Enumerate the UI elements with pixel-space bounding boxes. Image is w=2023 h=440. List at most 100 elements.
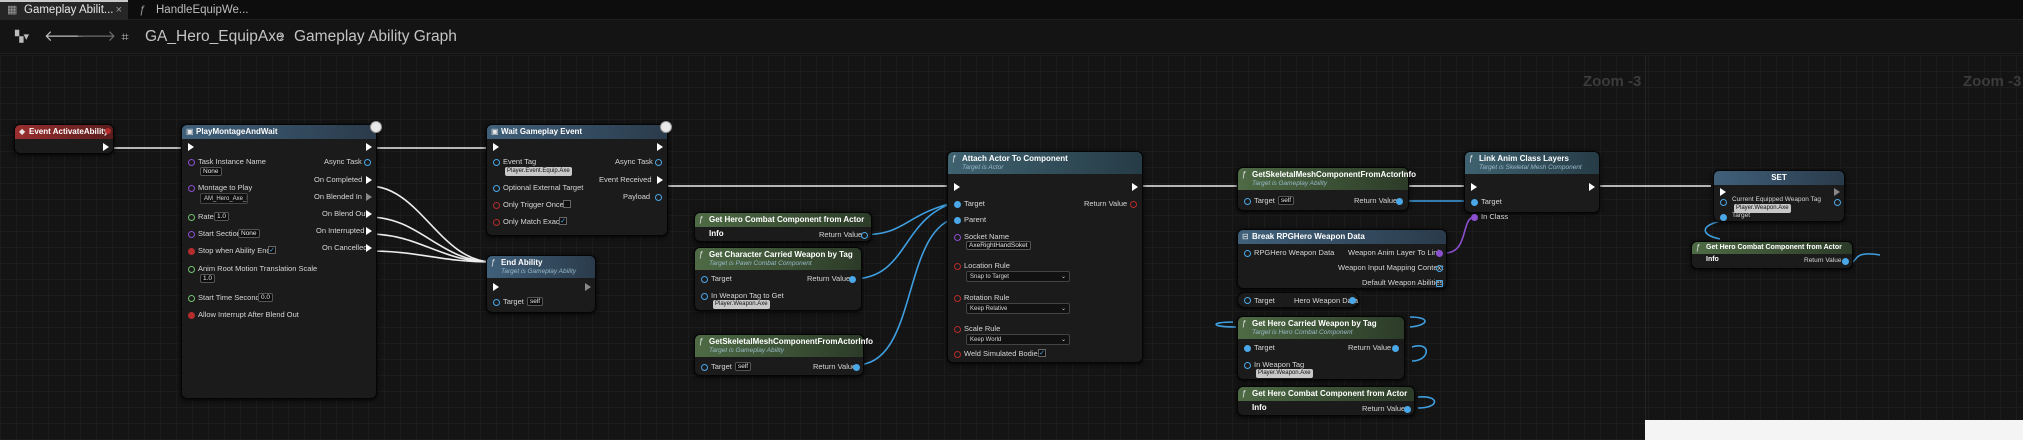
target-pin[interactable] (1244, 345, 1251, 352)
target-pin[interactable] (701, 364, 708, 371)
anim-root-pin[interactable] (188, 266, 195, 273)
close-icon[interactable]: × (115, 4, 122, 16)
montage-pin[interactable] (188, 185, 195, 192)
scale-rule-pin[interactable] (954, 326, 961, 333)
stop-when-ends-checkbox[interactable]: ✓ (268, 246, 276, 254)
in-tag-value[interactable]: Player.Weapon.Axe (713, 300, 770, 309)
socket-name-value[interactable]: AxeRightHandSoket (966, 241, 1031, 250)
exec-in-pin[interactable] (493, 143, 499, 151)
return-value-pin[interactable] (1392, 345, 1399, 352)
payload-pin[interactable] (655, 194, 662, 201)
target-pin[interactable] (701, 276, 708, 283)
bookmark-menu-button[interactable]: ▚▾ (8, 26, 36, 48)
optional-target-pin[interactable] (493, 185, 500, 192)
return-value-pin[interactable] (1404, 406, 1411, 413)
exec-in-pin[interactable] (188, 143, 194, 151)
target-value[interactable]: self (1278, 196, 1295, 205)
default-abilities-pin[interactable] (1436, 280, 1443, 287)
return-value-pin[interactable] (1396, 198, 1403, 205)
hierarchy-icon[interactable]: ⌗ (121, 29, 129, 44)
target-pin[interactable] (1720, 214, 1727, 221)
exec-out-pin[interactable] (1589, 183, 1595, 191)
target-value[interactable]: self (735, 362, 752, 371)
target-pin[interactable] (1244, 198, 1251, 205)
exec-out-pin[interactable] (657, 143, 663, 151)
rpg-hero-pin[interactable] (1244, 250, 1251, 257)
in-tag-pin[interactable] (701, 293, 708, 300)
return-value-pin[interactable] (853, 364, 860, 371)
scale-rule-dropdown[interactable]: Keep World⌄ (966, 334, 1070, 345)
on-interrupted-pin[interactable] (366, 227, 372, 235)
exec-in-pin[interactable] (1471, 183, 1477, 191)
hero-weapon-data-getter-node[interactable]: Target Hero Weapon Data (1237, 292, 1359, 308)
play-montage-and-wait-node[interactable]: ▣PlayMontageAndWait Task Instance Name N… (181, 121, 382, 399)
on-blended-in-pin[interactable] (366, 193, 372, 201)
exec-in-pin[interactable] (493, 283, 499, 291)
target-pin[interactable] (493, 299, 500, 306)
return-value-pin[interactable] (861, 232, 868, 239)
in-tag-pin[interactable] (1244, 362, 1251, 369)
exec-out-pin[interactable] (103, 143, 109, 151)
in-class-pin[interactable] (1471, 214, 1478, 221)
exec-out-pin[interactable] (585, 283, 591, 291)
start-section-value[interactable]: None (238, 229, 260, 238)
rate-value[interactable]: 1.0 (214, 212, 230, 221)
only-trigger-once-checkbox[interactable] (563, 200, 571, 208)
exec-out-pin[interactable] (366, 143, 372, 151)
async-task-pin[interactable] (364, 159, 371, 166)
output-pin[interactable] (1834, 199, 1841, 206)
anim-layer-pin[interactable] (1436, 250, 1443, 257)
exec-in-pin[interactable] (1720, 188, 1726, 196)
current-weapon-pin[interactable] (1720, 199, 1727, 206)
breadcrumb-root[interactable]: GA_Hero_EquipAxe (145, 28, 285, 45)
location-rule-dropdown[interactable]: Snap to Target⌄ (966, 271, 1070, 282)
parent-pin[interactable] (954, 217, 961, 224)
return-value-pin[interactable] (1842, 258, 1849, 265)
break-rpghero-weapon-data-node[interactable]: ⊟Break RPGHero Weapon Data RPGHero Weapo… (1237, 229, 1447, 289)
tab-gameplay-ability-graph[interactable]: ▦ Gameplay Abilit... × (0, 0, 128, 20)
secondary-graph-panel[interactable]: Zoom -3 (1645, 55, 2023, 440)
task-instance-pin[interactable] (188, 159, 195, 166)
weld-pin[interactable] (954, 351, 961, 358)
rate-pin[interactable] (188, 214, 195, 221)
on-cancelled-pin[interactable] (366, 244, 372, 252)
target-pin[interactable] (1471, 199, 1478, 206)
event-activate-ability-node[interactable]: ◆Event ActivateAbility (14, 124, 114, 154)
only-match-exact-pin[interactable] (493, 219, 500, 226)
montage-asset-picker[interactable]: AM_Hero_Axe_E (200, 193, 248, 204)
event-received-pin[interactable] (657, 176, 663, 184)
only-match-exact-checkbox[interactable]: ✓ (559, 217, 567, 225)
task-instance-value[interactable]: None (200, 167, 222, 176)
return-value-pin[interactable] (849, 276, 856, 283)
exec-in-pin[interactable] (954, 183, 960, 191)
rotation-rule-dropdown[interactable]: Keep Relative⌄ (966, 303, 1070, 314)
start-time-value[interactable]: 0.0 (258, 293, 274, 302)
weld-checkbox[interactable]: ✓ (1038, 349, 1046, 357)
hero-weapon-data-pin[interactable] (1349, 297, 1356, 304)
on-completed-pin[interactable] (366, 176, 372, 184)
allow-interrupt-pin[interactable] (188, 312, 195, 319)
start-section-pin[interactable] (188, 231, 195, 238)
socket-name-pin[interactable] (954, 234, 961, 241)
exec-out-pin[interactable] (1834, 188, 1840, 196)
event-tag-value[interactable]: Player.Event.Equip.Axe (505, 167, 572, 176)
delegate-pin[interactable] (105, 128, 111, 134)
target-pin[interactable] (1244, 297, 1251, 304)
anim-root-value[interactable]: 1.0 (200, 274, 216, 283)
async-task-pin[interactable] (655, 159, 662, 166)
location-rule-pin[interactable] (954, 263, 961, 270)
only-trigger-once-pin[interactable] (493, 202, 500, 209)
start-time-pin[interactable] (188, 295, 195, 302)
input-mapping-pin[interactable] (1436, 265, 1443, 272)
set-variable-node[interactable]: SET Current Equipped Weapon Tag Player.W… (1713, 170, 1845, 222)
target-pin[interactable] (954, 201, 961, 208)
event-tag-pin[interactable] (493, 159, 500, 166)
current-weapon-value[interactable]: Player.Weapon.Axe (1734, 204, 1791, 213)
